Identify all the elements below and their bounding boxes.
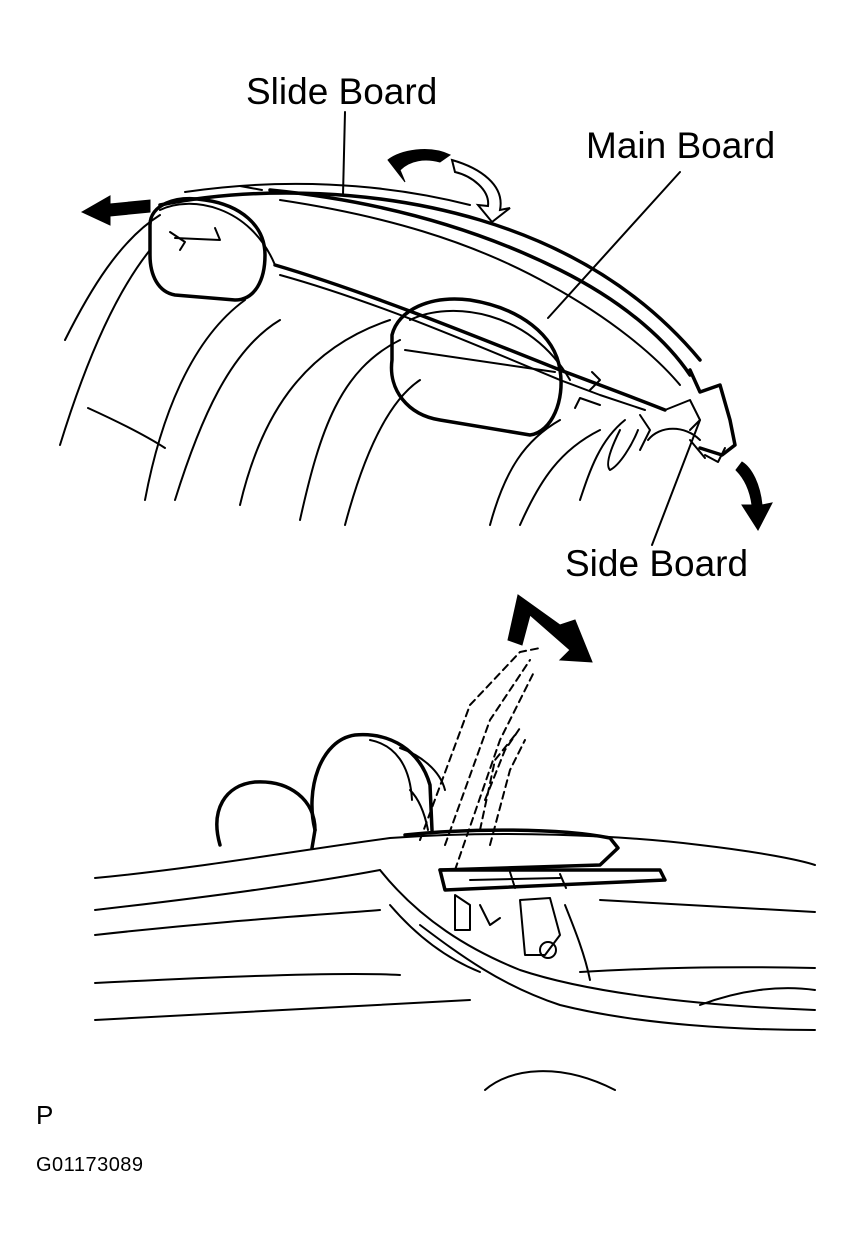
left-headrest: [148, 197, 276, 302]
seat-backs: [59, 214, 626, 526]
side-board-bracket: [607, 368, 737, 471]
main-board-leader: [547, 171, 681, 319]
upper-illustration: [59, 111, 773, 546]
side-board-leader: [651, 419, 701, 546]
side-headrests: [215, 732, 446, 850]
lift-arrow-icon: [507, 594, 593, 663]
page-letter: P: [36, 1100, 54, 1130]
folded-board-mechanism: [403, 828, 667, 981]
slide-board-strip: [184, 182, 471, 206]
center-headrest: [389, 297, 571, 437]
main-board-label: Main Board: [586, 125, 776, 166]
curved-lift-arrow-icon: [387, 149, 451, 183]
left-arrow-icon: [80, 195, 151, 226]
car-body: [94, 833, 816, 1031]
lower-illustration: [94, 594, 816, 1091]
wheel-arch-arc: [484, 1070, 616, 1091]
down-arrow-icon: [735, 461, 773, 531]
raised-board-dashed: [419, 647, 541, 871]
main-board-panel: [158, 188, 702, 412]
side-board-label: Side Board: [565, 543, 749, 584]
slide-board-leader: [342, 111, 346, 196]
curved-return-arrow-icon: [450, 158, 511, 224]
figure-id: G01173089: [36, 1154, 144, 1176]
slide-board-label: Slide Board: [246, 71, 438, 112]
